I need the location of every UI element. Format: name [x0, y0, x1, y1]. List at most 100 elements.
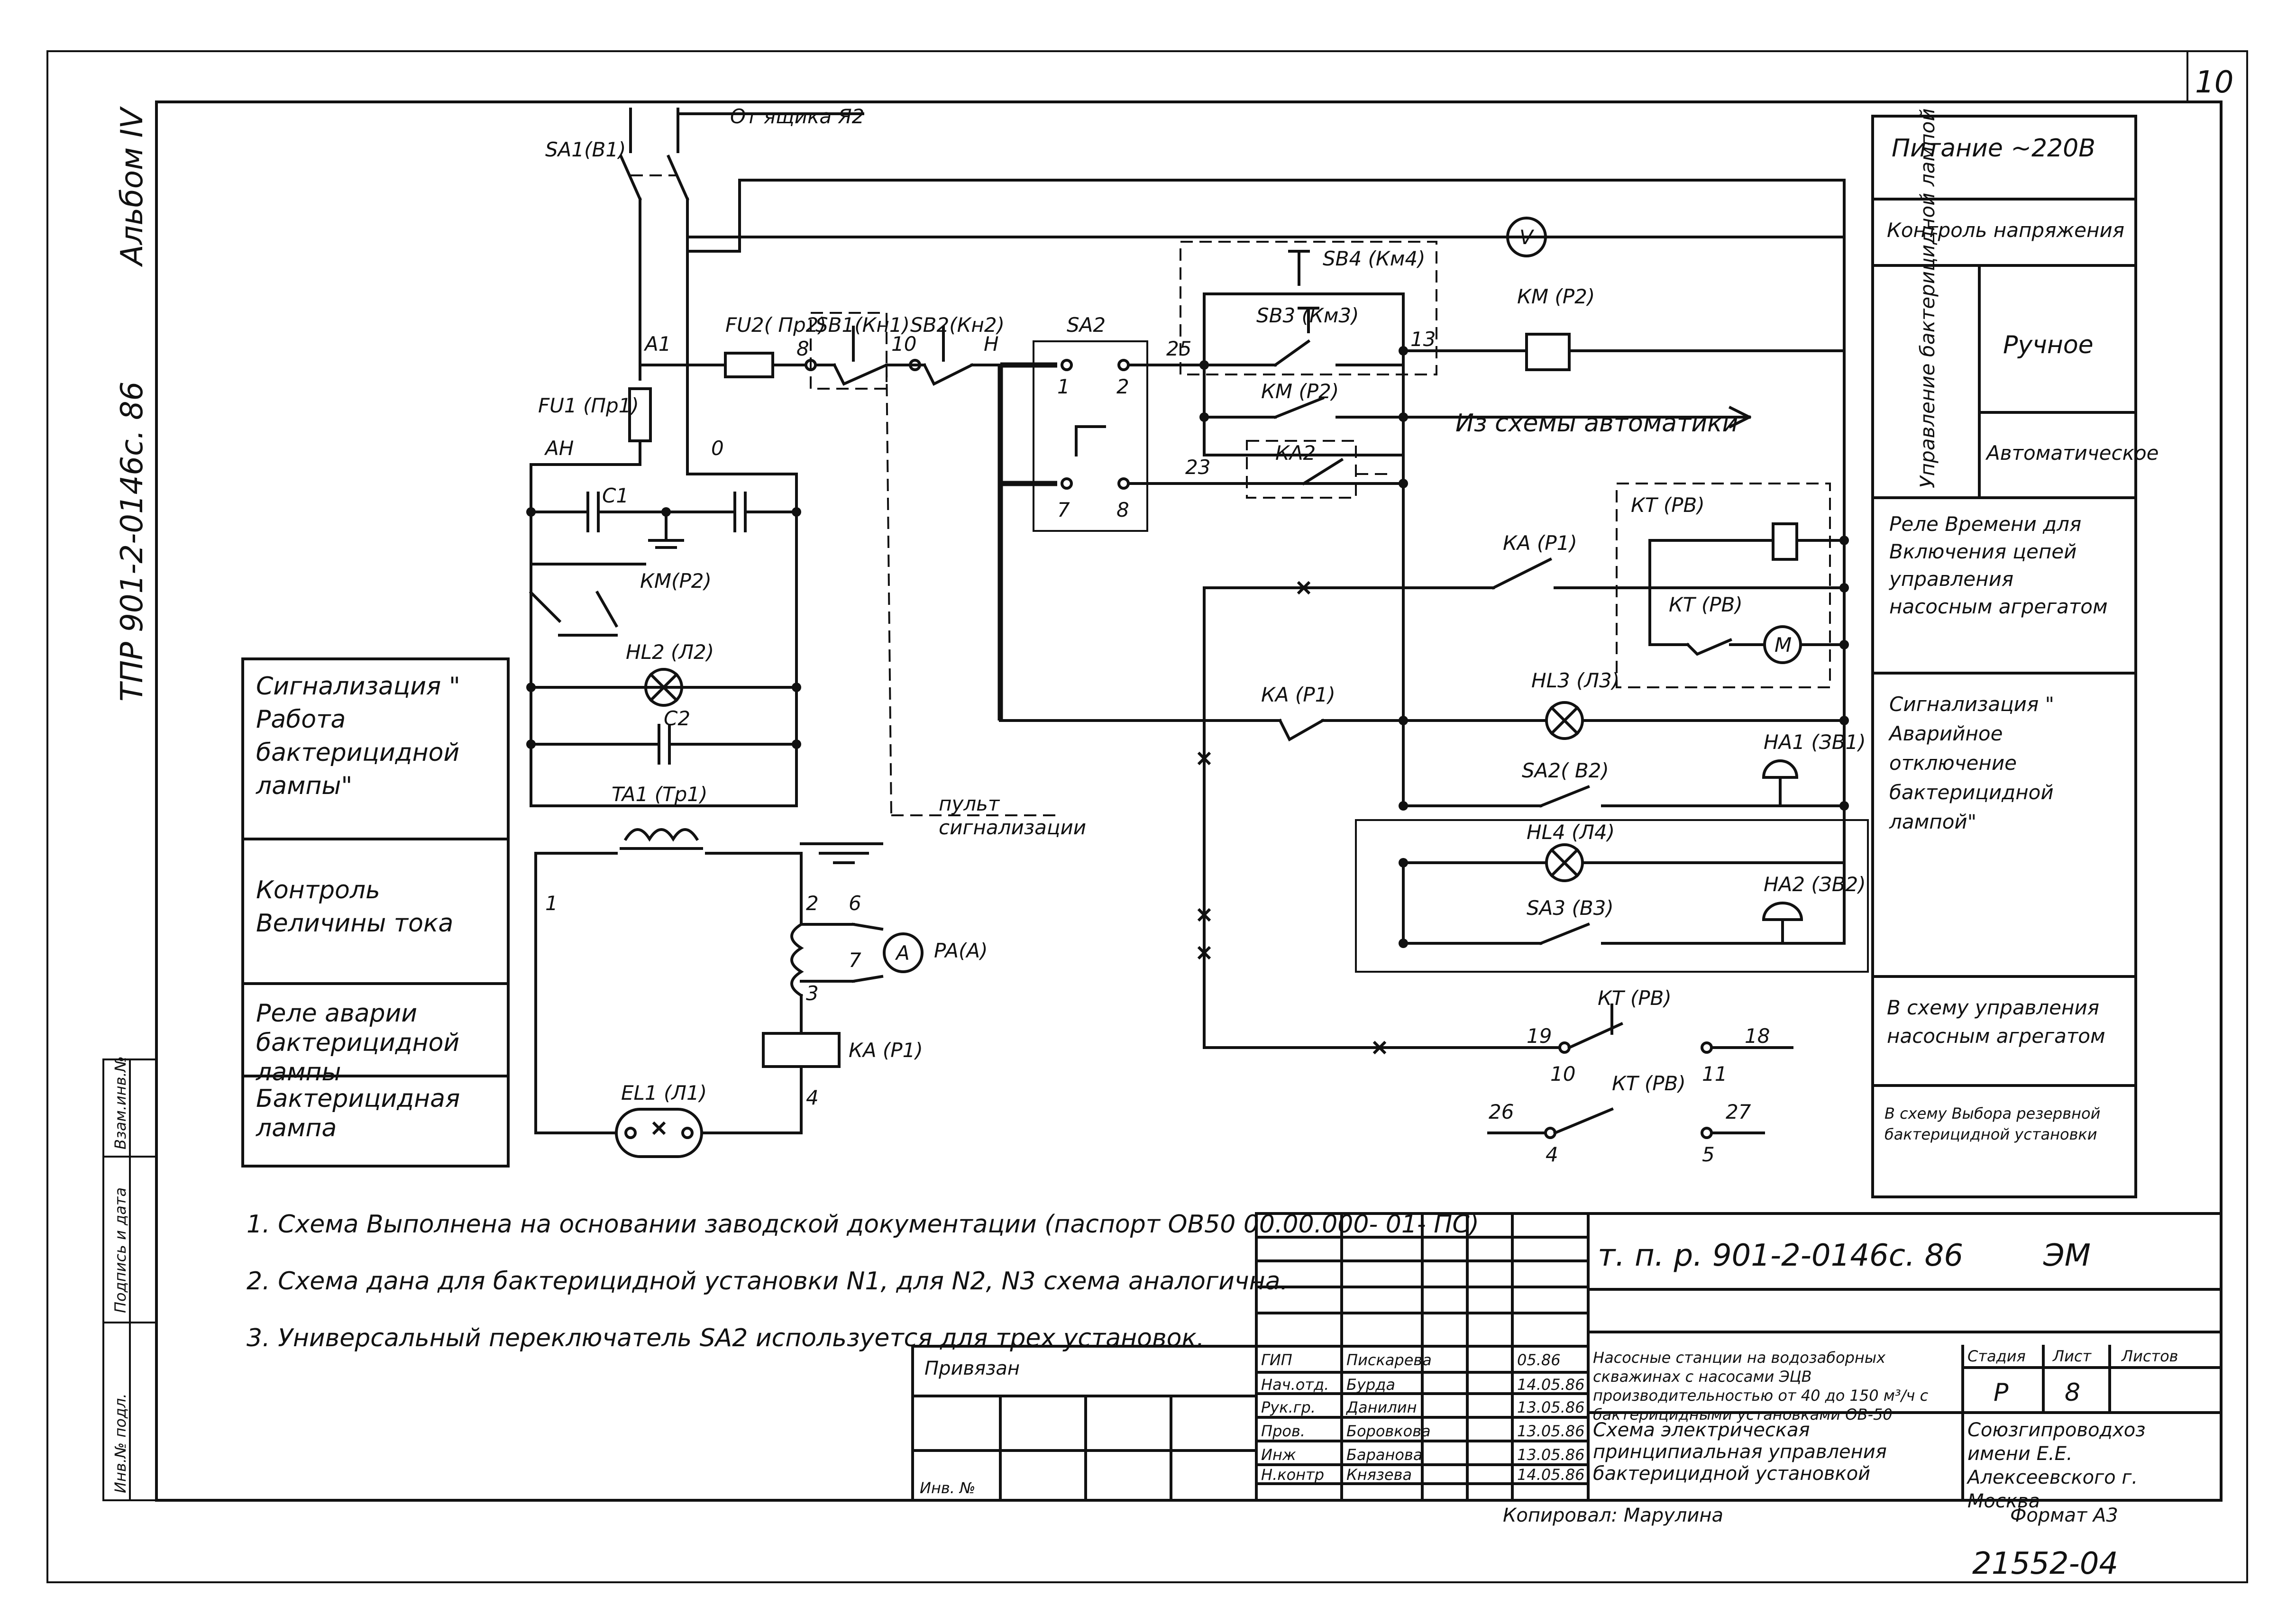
tb-copied: Копировал: Марулина	[1503, 1505, 1723, 1526]
note-2: 2. Схема дана для бактерицидной установк…	[247, 1267, 1288, 1296]
label-n3: 3	[806, 982, 819, 1005]
label-an: АН	[544, 437, 574, 460]
label-n26: 26	[1489, 1100, 1514, 1123]
fuse-fu2	[724, 352, 774, 378]
relay-coil-km	[1525, 333, 1571, 371]
label-n2: 2	[806, 892, 819, 915]
label-km-pr2-a: КМ(Р2)	[640, 569, 712, 593]
voltmeter	[1506, 217, 1547, 257]
label-n25: 25	[1166, 337, 1191, 360]
label-a1: А1	[643, 332, 671, 356]
label-ha1: HA1 (ЗВ1)	[1764, 730, 1866, 754]
label-fu1: FU1 (Пр1)	[538, 394, 639, 417]
label-fu2: FU2( Пр2)	[725, 313, 826, 337]
label-c2t: 2	[1116, 375, 1129, 398]
tb-role-0: ГИП	[1261, 1351, 1292, 1369]
label-el1: EL1 (Л1)	[621, 1081, 707, 1104]
tb-h-sheet: Лист	[2052, 1347, 2092, 1365]
label-ha2: HA2 (ЗВ2)	[1764, 873, 1866, 896]
tb-date-3: 13.05.86	[1517, 1422, 1585, 1440]
label-kt-pb3: КТ (РВ)	[1598, 986, 1672, 1010]
horn-ha1	[1762, 759, 1799, 779]
label-n13: 13	[1410, 328, 1436, 351]
tb-name-0: Пискарева	[1346, 1351, 1432, 1369]
label-ka-p1-a: КА (Р1)	[1503, 531, 1577, 555]
tb-name-2: Данилин	[1345, 1398, 1417, 1416]
copy-number: 21552-04	[1972, 1546, 2118, 1581]
tb-name-1: Бурда	[1346, 1376, 1395, 1394]
label-km-pr2-b: КМ (Р2)	[1261, 380, 1339, 403]
label-c7t: 7	[1057, 498, 1070, 521]
relay-coil-kt	[1772, 522, 1798, 561]
schematic: V	[526, 108, 1869, 1158]
tb-role-5: Н.контр	[1261, 1466, 1324, 1484]
schematic-labels: SA1(В1) От ящика Я2 А1 FU2( Пр2) FU1 (Пр…	[538, 105, 1866, 1166]
album-label: Альбом IV	[115, 106, 150, 267]
label-ka-coil: КА (Р1)	[849, 1039, 923, 1062]
label-n4: 4	[806, 1086, 819, 1109]
tb-inv-no: Инв. №	[920, 1479, 975, 1497]
lamp-hl2	[644, 668, 683, 707]
label-n4b: 4	[1546, 1143, 1558, 1166]
label-kt-pb2: КТ (РВ)	[1669, 593, 1743, 616]
label-sa1: SA1(В1)	[545, 138, 626, 161]
voltmeter-symbol: V	[1519, 226, 1535, 249]
horn-ha2	[1762, 902, 1803, 921]
label-c8t: 8	[1116, 498, 1129, 521]
legend-auto: Автоматическое	[1985, 441, 2159, 465]
tb-date-2: 13.05.86	[1517, 1398, 1585, 1416]
tb-stage: Р	[1994, 1378, 2009, 1407]
switch-sa2	[1033, 340, 1148, 532]
ammeter-pa	[883, 932, 924, 973]
label-hl2: HL2 (Л2)	[626, 640, 714, 664]
label-pa: PA(А)	[934, 939, 988, 962]
left-stamp-strip: Взам.инв.№ Подпись и дата Инв.№ подл.	[102, 1056, 157, 1501]
label-hl4: HL4 (Л4)	[1527, 821, 1615, 844]
label-nh: Н	[984, 332, 999, 356]
tb-name-5: Князева	[1346, 1466, 1412, 1484]
label-sa2-b2: SA2( В2)	[1522, 759, 1609, 782]
label-c2: С2	[664, 707, 690, 730]
label-ka-p1-b: КА (Р1)	[1261, 683, 1336, 706]
label-hl3: HL3 (Л3)	[1531, 669, 1619, 692]
tb-date-0: 05.86	[1517, 1351, 1561, 1369]
label-n11: 11	[1702, 1062, 1727, 1086]
tb-role-1: Нач.отд.	[1261, 1376, 1329, 1394]
doc-side-code: ТПР 901-2-0146с. 86	[115, 382, 150, 702]
notes: 1. Схема Выполнена на основании заводско…	[247, 1210, 1479, 1352]
note-3: 3. Универсальный переключатель SA2 испол…	[247, 1324, 1204, 1352]
tb-date-4: 13.05.86	[1517, 1446, 1585, 1464]
legend-power: Питание ~220В	[1892, 134, 2095, 163]
label-sb1: SB1(Кн1)	[815, 313, 910, 337]
legend-manual: Ручное	[2003, 331, 2094, 359]
label-n6: 6	[849, 892, 861, 915]
label-kt-pb: КТ (РВ)	[1631, 493, 1705, 517]
tb-mark: ЭМ	[2043, 1238, 2091, 1273]
label-sb3: SB3 (Км3)	[1256, 304, 1359, 327]
tb-role-2: Рук.гр.	[1261, 1398, 1316, 1416]
label-n23: 23	[1185, 456, 1210, 479]
label-n8: 8	[796, 337, 809, 360]
ammeter-symbol: A	[895, 941, 910, 965]
label-c1: С1	[602, 484, 629, 507]
motor-symbol: M	[1775, 633, 1792, 657]
label-o: 0	[711, 437, 724, 460]
label-n10b: 10	[1550, 1062, 1575, 1086]
label-c1t: 1	[1057, 375, 1070, 398]
tb-h-sheets: Листов	[2121, 1347, 2178, 1365]
legend-right: Питание ~220В Контроль напряжения Управл…	[1871, 108, 2159, 1198]
label-ka2: КА2	[1275, 441, 1316, 465]
tb-format: Формат А3	[2010, 1505, 2118, 1526]
tb-h-stage: Стадия	[1967, 1347, 2026, 1365]
label-from-auto: Из схемы автоматики	[1455, 409, 1738, 438]
label-n5: 5	[1702, 1143, 1715, 1166]
label-n19: 19	[1527, 1024, 1552, 1048]
label-ta1: TA1 (Тр1)	[612, 783, 707, 806]
